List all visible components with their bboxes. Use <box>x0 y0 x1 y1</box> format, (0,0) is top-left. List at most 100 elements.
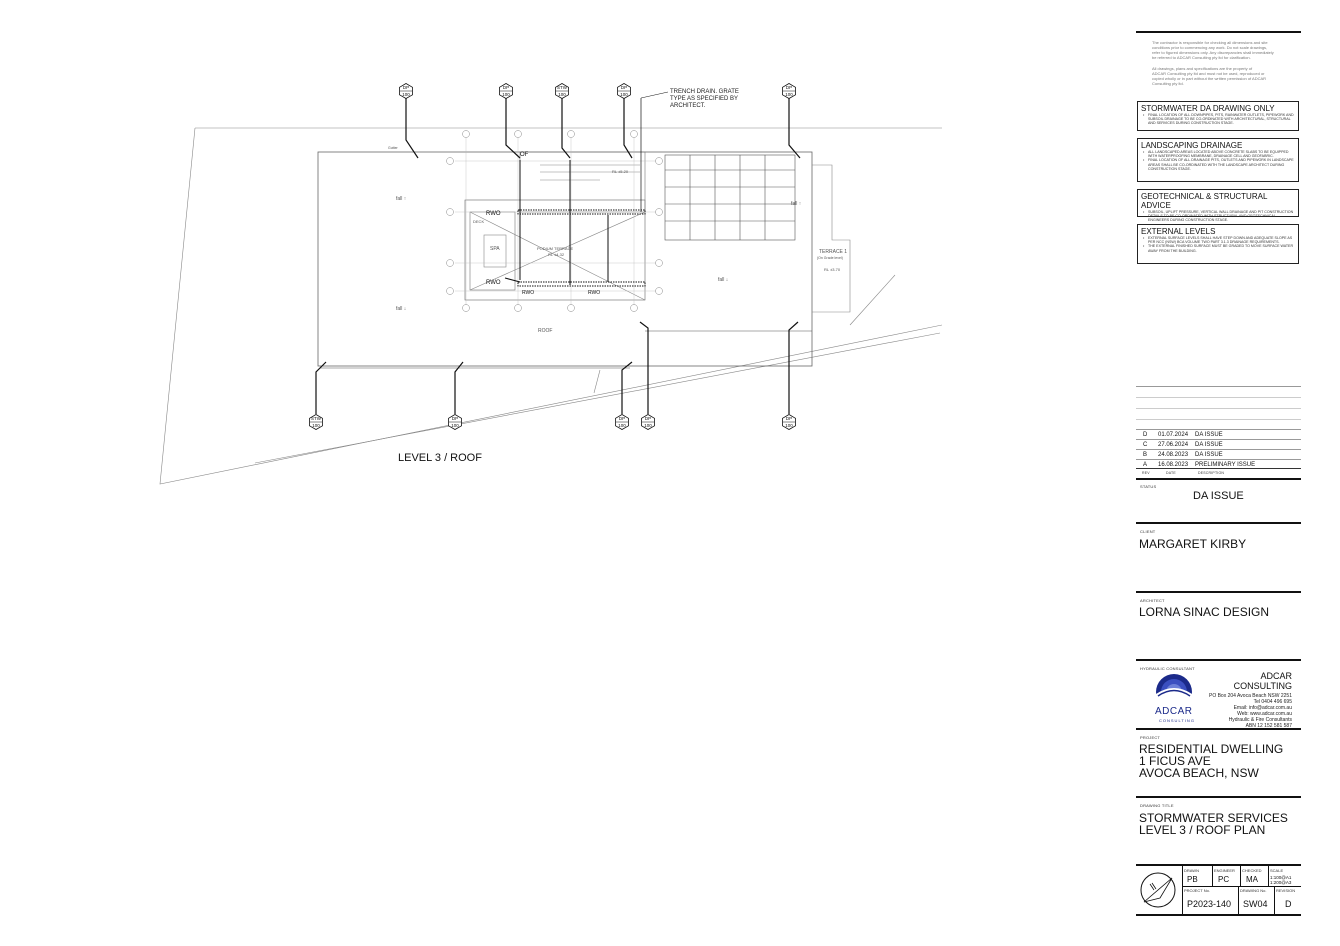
pit-type-label: DP <box>451 416 459 421</box>
engineer-value: PC <box>1218 875 1230 884</box>
scale-value: 1:200@A3 <box>1270 880 1292 885</box>
copyright-notice: All drawings, plans and specifications a… <box>1152 66 1267 86</box>
drawing-title: STORMWATER SERVICES LEVEL 3 / ROOF PLAN <box>1139 811 1288 837</box>
grid-bubbles <box>446 130 663 312</box>
rwo-label: RWO <box>588 290 601 296</box>
note-title: GEOTECHNICAL & STRUCTURAL ADVICE <box>1141 192 1268 210</box>
internal-pipes <box>504 160 609 285</box>
architect-name: LORNA SINAC DESIGN <box>1139 605 1270 619</box>
pit-size-label: 100 <box>312 422 320 428</box>
note-box: LANDSCAPING DRAINAGEALL LANDSCAPED AREAS… <box>1137 138 1299 182</box>
note-title: LANDSCAPING DRAINAGE <box>1141 141 1243 150</box>
scale-value: 1:100@A1 <box>1270 875 1292 880</box>
note-title: EXTERNAL LEVELS <box>1141 227 1216 236</box>
roof-label: ROOF <box>538 328 553 334</box>
note-item: FINAL LOCATION OF ALL DRAINAGE PITS, OUT… <box>1141 158 1295 171</box>
revision-label: REVISION <box>1276 888 1296 893</box>
consultant-name: ADCAR CONSULTING <box>1233 671 1292 691</box>
checked-label: CHECKED <box>1242 868 1262 873</box>
status-label: STATUS <box>1140 484 1157 489</box>
grid-lines <box>455 138 660 305</box>
pit-markers <box>309 83 796 430</box>
fall-label: fall ↑ <box>791 201 802 207</box>
trench-note-line: TYPE AS SPECIFIED BY <box>670 96 739 102</box>
terrace-label: TERRACE 1 <box>819 249 848 255</box>
terrace-rl-label: RL ±3.70 <box>824 267 841 272</box>
pit-type-label: DP <box>502 85 510 90</box>
note-box: GEOTECHNICAL & STRUCTURAL ADVICESUBSOIL,… <box>1137 189 1299 222</box>
overflow-label: OF <box>520 152 529 158</box>
status-value: DA ISSUE <box>1193 490 1244 502</box>
pit-type-label: STW <box>311 416 321 421</box>
logo-subtext: CONSULTING <box>1159 718 1195 723</box>
floor-plan <box>159 83 943 485</box>
project-no-value: P2023-140 <box>1187 899 1232 909</box>
pit-type-label: DP <box>618 416 626 421</box>
revision-desc: DA ISSUE <box>1195 442 1223 448</box>
drawn-label: DRAWN <box>1184 868 1199 873</box>
podium-rl-label: RL ±4.32 <box>548 252 565 257</box>
project-label: PROJECT <box>1140 735 1161 740</box>
plan-title: LEVEL 3 / ROOF <box>398 452 482 464</box>
note-item: SUBSOIL, UPLIFT PRESSURE, VERTICAL WALL … <box>1141 210 1295 223</box>
logo-text: ADCAR <box>1155 706 1193 717</box>
scale-label: SCALE <box>1270 868 1284 873</box>
revision-rev: B <box>1143 452 1148 458</box>
revision-date: 01.07.2024 <box>1158 432 1189 438</box>
roof-outline <box>317 151 813 367</box>
client-name: MARGARET KIRBY <box>1139 537 1247 551</box>
stormwater-pipes-top <box>405 91 801 212</box>
hydraulic-label: HYDRAULIC CONSULTANT <box>1140 666 1195 671</box>
podium-outline <box>464 199 646 301</box>
drawing-no-label: DRAWING No. <box>1240 888 1267 893</box>
note-item: FINAL LOCATION OF ALL DOWNPIPES, PITS, R… <box>1141 113 1295 126</box>
trench-note: TRENCH DRAIN. GRATE TYPE AS SPECIFIED BY… <box>670 89 739 110</box>
pit-size-label: 100 <box>402 91 410 97</box>
fall-label: fall ↑ <box>396 196 407 202</box>
fall-label: fall ↓ <box>718 277 729 283</box>
revision-rev: C <box>1143 442 1148 448</box>
project-no-label: PROJECT No. <box>1184 888 1210 893</box>
revision-rev: A <box>1143 462 1148 468</box>
note-box: EXTERNAL LEVELSEXTERNAL SURFACE LEVELS S… <box>1137 224 1299 264</box>
consultant-details: ADCAR CONSULTING PO Box 204 Avoca Beach … <box>1200 671 1292 729</box>
architect-label: ARCHITECT <box>1140 598 1165 603</box>
terrace-sub-label: (On Grade level) <box>817 256 843 260</box>
disclaimer: The contractor is responsible for checki… <box>1152 40 1274 60</box>
site-boundary-inner <box>254 332 941 464</box>
rl-label: RL ±5.20 <box>612 169 629 174</box>
project-name: RESIDENTIAL DWELLING 1 FICUS AVE AVOCA B… <box>1139 742 1284 780</box>
revision-rev: D <box>1143 432 1148 438</box>
north-arrow-icon <box>1138 870 1178 910</box>
signoff-block: DRAWN PB ENGINEER PC CHECKED MA SCALE 1:… <box>1136 866 1301 914</box>
site-boundary <box>159 127 943 485</box>
skylight-grid <box>664 154 796 241</box>
titleblock-top-rule <box>1136 31 1301 33</box>
pit-type-label: DP <box>785 416 793 421</box>
pit-type-label: DP <box>644 416 652 421</box>
rwo-label: RWO <box>486 211 501 217</box>
note-item: EXTERNAL SURFACE LEVELS SHALL HAVE STEP … <box>1141 236 1295 244</box>
pit-type-label: STW <box>557 85 567 90</box>
drawn-value: PB <box>1187 875 1198 884</box>
podium-label: PODIUM TERRACE <box>537 246 574 251</box>
trench-drains <box>517 209 646 287</box>
pit-size-label: 100 <box>558 91 566 97</box>
deck-label: DECK <box>473 219 485 224</box>
client-label: CLIENT <box>1140 529 1156 534</box>
stormwater-pipes-bottom <box>315 321 799 414</box>
rwo-label: RWO <box>522 290 535 296</box>
revision-desc: DA ISSUE <box>1195 432 1223 438</box>
revision-desc: DA ISSUE <box>1195 452 1223 458</box>
revision-row: A 16.08.2023 PRELIMINARY ISSUE <box>1136 459 1301 470</box>
trench-note-line: TRENCH DRAIN. GRATE <box>670 89 739 95</box>
adcar-logo: ADCAR CONSULTING <box>1152 672 1197 724</box>
pit-type-label: DP <box>785 85 793 90</box>
revision-date: 24.08.2023 <box>1158 452 1189 458</box>
revision-date: 16.08.2023 <box>1158 462 1189 468</box>
revision-desc: PRELIMINARY ISSUE <box>1195 462 1256 468</box>
terrace-outline <box>812 164 851 313</box>
revision-row: D 01.07.2024 DA ISSUE <box>1136 429 1301 440</box>
pit-size-label: 100 <box>451 422 459 428</box>
